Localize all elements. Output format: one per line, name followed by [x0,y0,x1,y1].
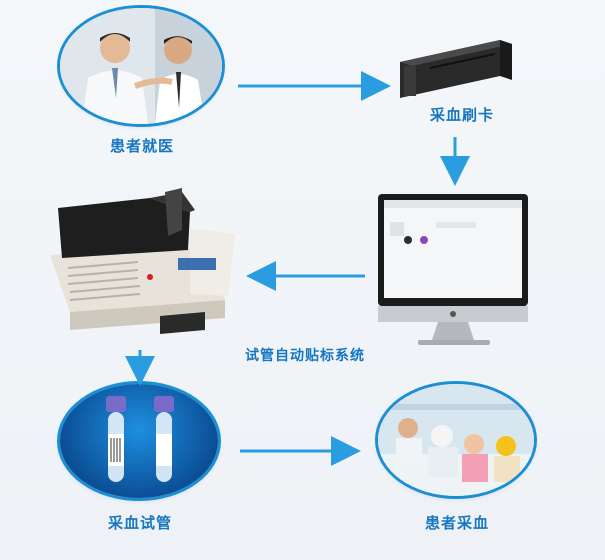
blood-draw-photo [378,384,534,496]
patient-visit-label: 患者就医 [110,137,175,155]
patient-blood-draw-label: 患者采血 [425,514,490,532]
doctor-patient-photo [60,8,222,124]
card-swipe-label: 采血刷卡 [430,106,495,124]
blood-tube-icon [60,384,218,498]
labeling-system-label: 试管自动贴标系统 [245,348,365,364]
blood-tubes-label: 采血试管 [108,514,173,532]
